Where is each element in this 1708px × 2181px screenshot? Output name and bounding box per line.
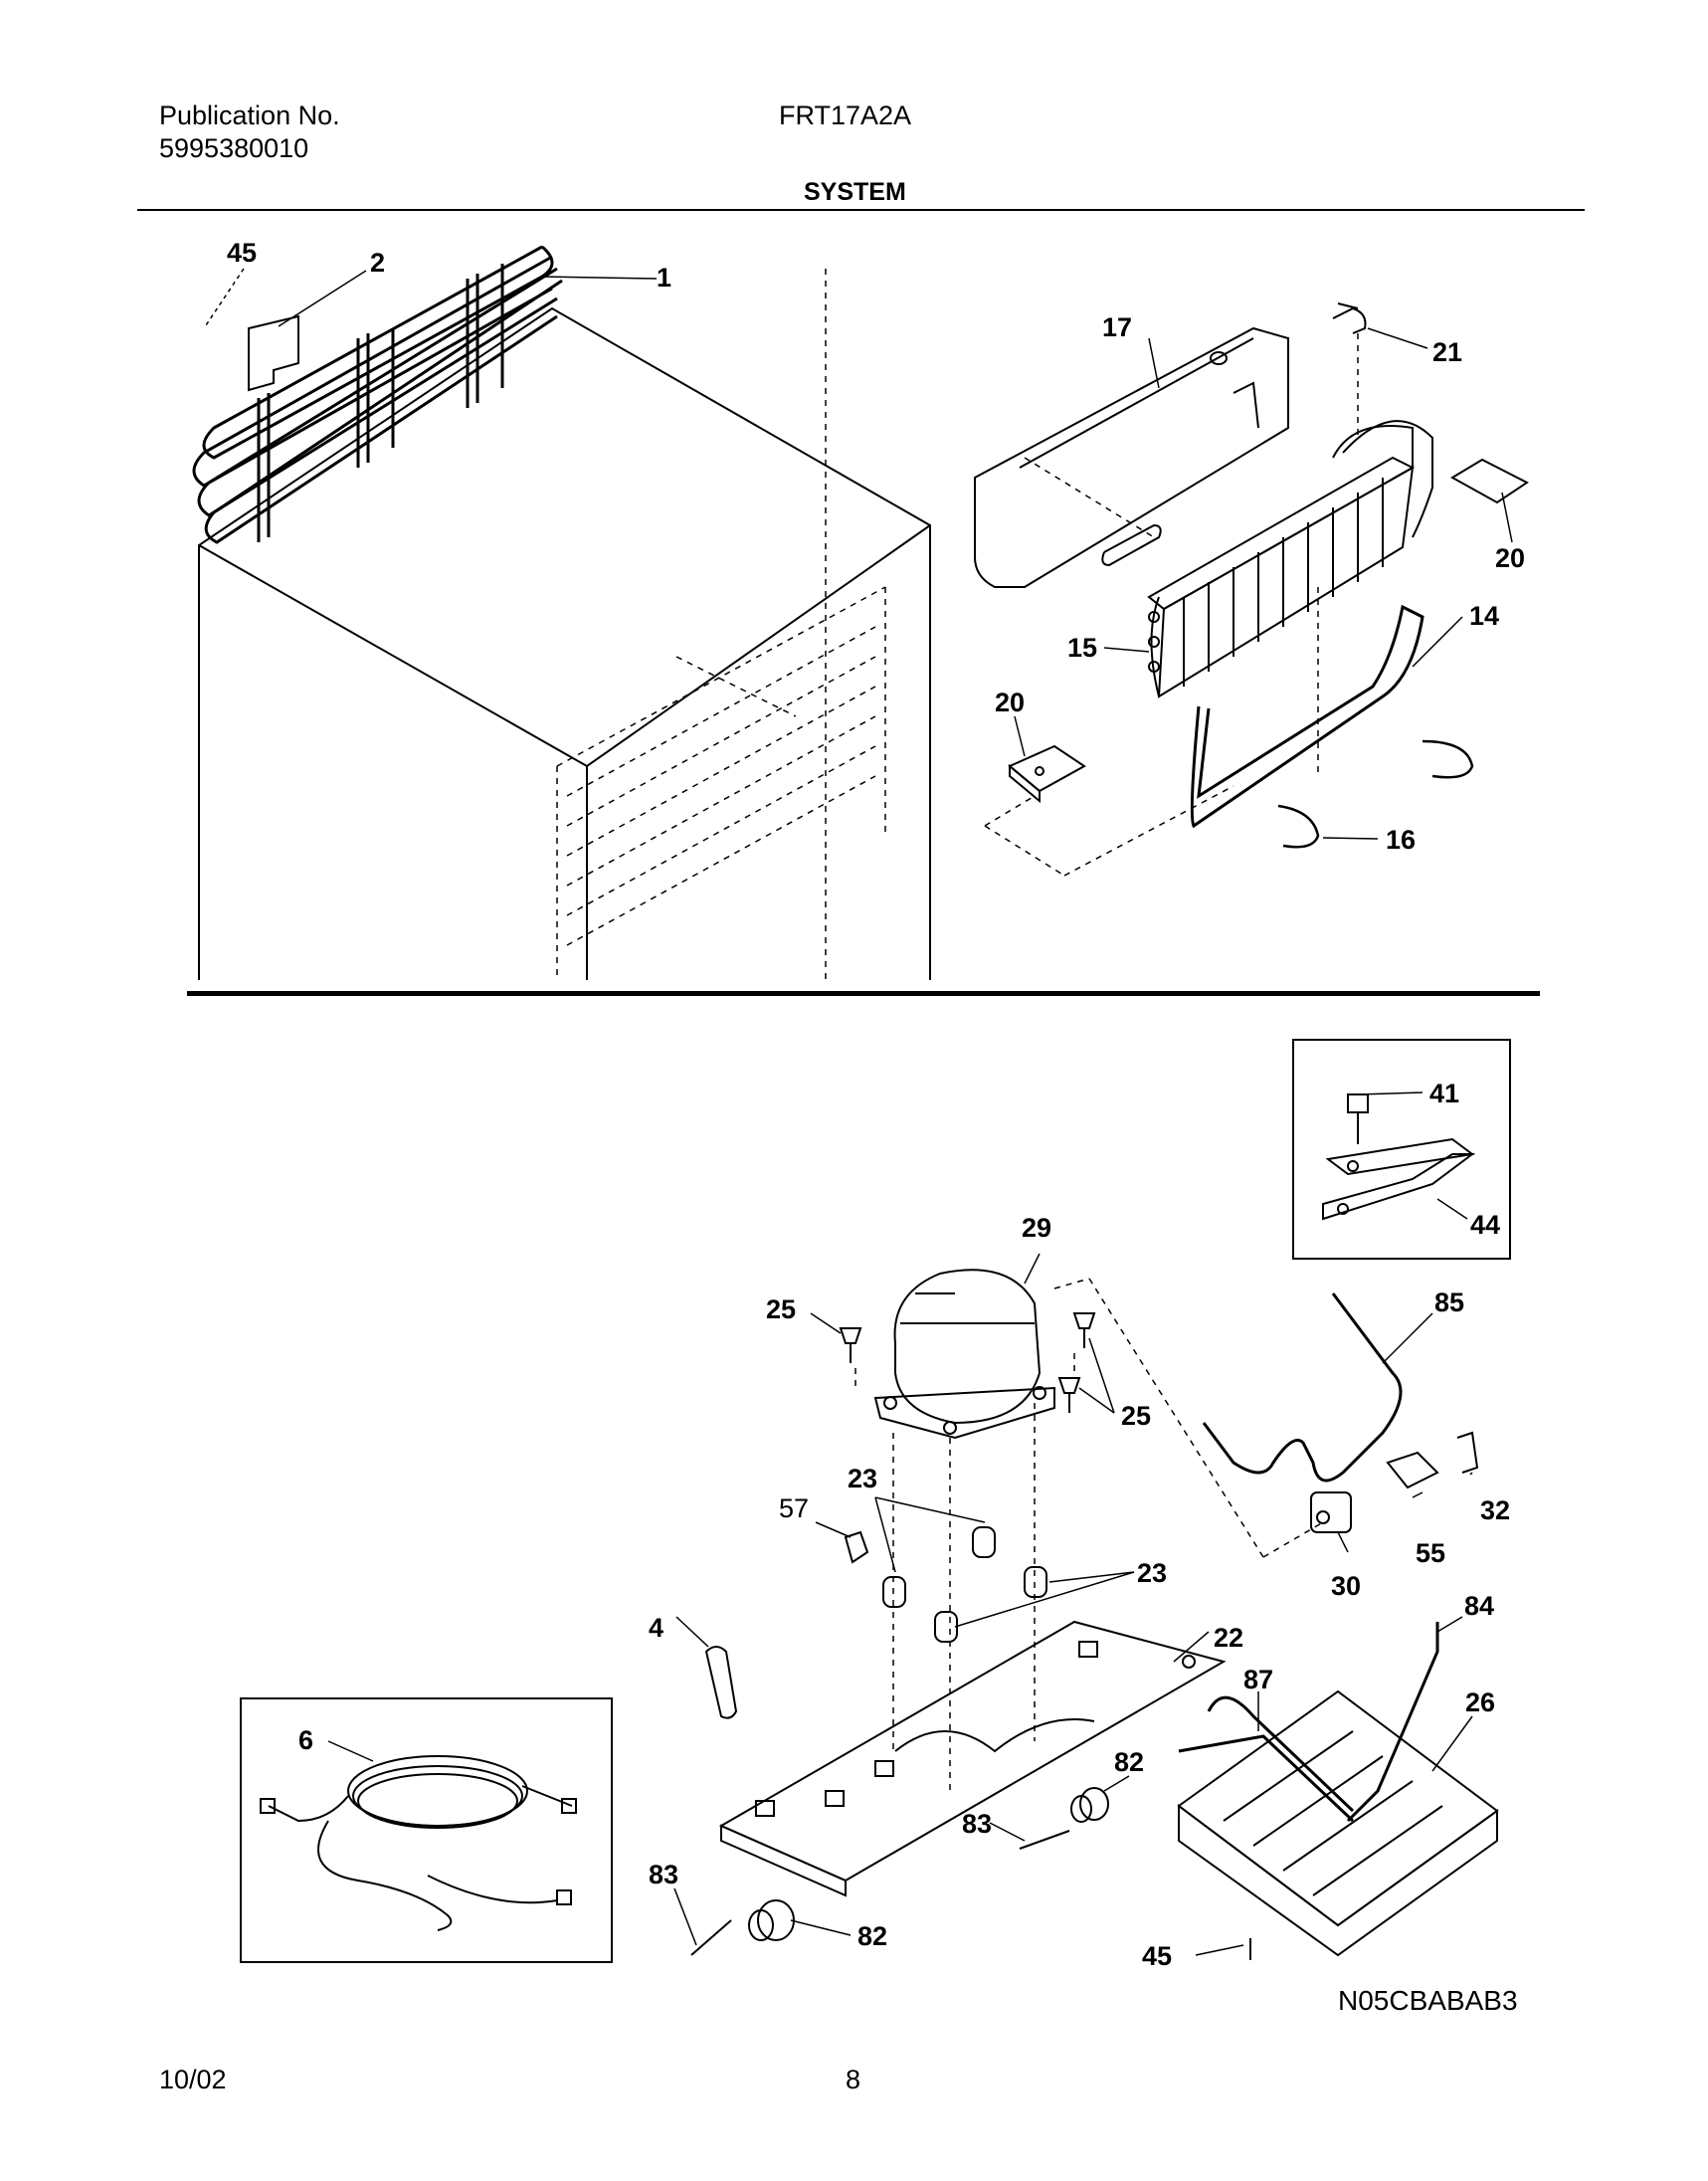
label-20-right: 20 bbox=[1495, 543, 1525, 573]
label-20-left: 20 bbox=[995, 688, 1025, 717]
condenser-coil bbox=[192, 245, 563, 544]
screw-83-left bbox=[690, 1919, 732, 1956]
wire-32 bbox=[1456, 1431, 1479, 1474]
section-title: SYSTEM bbox=[804, 178, 906, 206]
screw-83-right bbox=[1019, 1830, 1070, 1850]
page-number: 8 bbox=[846, 2065, 861, 2094]
evaporator-dashed-guides bbox=[984, 457, 1319, 877]
compressor-grommets bbox=[882, 1526, 1047, 1643]
label-2: 2 bbox=[370, 248, 385, 278]
label-6: 6 bbox=[298, 1725, 313, 1755]
publication-number: 5995380010 bbox=[159, 133, 309, 163]
leader-lines bbox=[203, 268, 1513, 1956]
label-26: 26 bbox=[1465, 1687, 1495, 1717]
label-15: 15 bbox=[1067, 633, 1097, 663]
label-55: 55 bbox=[1416, 1538, 1445, 1568]
evaporator-fins bbox=[1147, 420, 1433, 698]
rubber-bumper-right bbox=[1070, 1787, 1109, 1823]
section-divider bbox=[187, 991, 1540, 996]
label-87: 87 bbox=[1243, 1665, 1273, 1694]
compressor bbox=[873, 1269, 1055, 1440]
power-cord-inset bbox=[240, 1697, 613, 1963]
label-83-left: 83 bbox=[649, 1860, 678, 1889]
mount-guides bbox=[854, 1278, 1324, 1791]
rubber-bumper-left bbox=[748, 1899, 795, 1941]
cabinet-interior-dashes bbox=[556, 269, 886, 980]
label-14: 14 bbox=[1469, 601, 1499, 631]
label-57: 57 bbox=[779, 1493, 809, 1523]
label-82-right: 82 bbox=[1114, 1747, 1144, 1777]
label-44: 44 bbox=[1470, 1210, 1500, 1240]
diagram-code: N05CBABAB3 bbox=[1338, 1985, 1518, 2016]
tube-87 bbox=[1178, 1695, 1355, 1823]
tube-85 bbox=[1202, 1292, 1403, 1483]
label-32: 32 bbox=[1480, 1495, 1510, 1525]
label-25-right: 25 bbox=[1121, 1401, 1151, 1431]
label-16: 16 bbox=[1386, 825, 1416, 855]
label-23-top: 23 bbox=[848, 1464, 877, 1493]
clip-57 bbox=[844, 1530, 869, 1564]
condenser-clip bbox=[248, 314, 299, 392]
label-4: 4 bbox=[649, 1613, 664, 1643]
inset-bracket-box bbox=[1292, 1039, 1511, 1260]
header-rule bbox=[137, 209, 1585, 211]
compressor-base-plate bbox=[718, 1620, 1227, 1897]
evaporator-pad-left bbox=[1008, 744, 1086, 804]
cabinet-outline bbox=[198, 306, 931, 980]
evaporator-pad-right bbox=[1450, 458, 1529, 504]
label-83-right: 83 bbox=[962, 1809, 992, 1839]
label-85: 85 bbox=[1434, 1288, 1464, 1317]
defrost-heater bbox=[1190, 604, 1424, 829]
footer-date: 10/02 bbox=[159, 2065, 227, 2094]
label-30: 30 bbox=[1331, 1571, 1361, 1601]
label-23-right: 23 bbox=[1137, 1558, 1167, 1588]
publication-label: Publication No. bbox=[159, 100, 340, 130]
label-84: 84 bbox=[1464, 1591, 1494, 1621]
label-25-left: 25 bbox=[766, 1294, 796, 1324]
drier-4 bbox=[704, 1646, 738, 1719]
label-45-bottom: 45 bbox=[1142, 1941, 1172, 1971]
evaporator-cover bbox=[974, 326, 1289, 588]
label-22: 22 bbox=[1214, 1623, 1243, 1653]
label-21: 21 bbox=[1432, 337, 1462, 367]
evaporator-tube-cap bbox=[1332, 302, 1367, 438]
compressor-bolts bbox=[839, 1312, 1096, 1413]
relay-30 bbox=[1310, 1491, 1352, 1533]
label-17: 17 bbox=[1102, 312, 1132, 342]
tube-84 bbox=[1346, 1622, 1439, 1823]
drain-pan bbox=[1177, 1689, 1499, 1957]
model-number: FRT17A2A bbox=[779, 100, 912, 130]
label-45-top: 45 bbox=[227, 238, 257, 268]
label-82-left: 82 bbox=[857, 1921, 887, 1951]
overload-55 bbox=[1386, 1451, 1439, 1489]
label-29: 29 bbox=[1022, 1213, 1051, 1243]
label-41: 41 bbox=[1429, 1079, 1459, 1108]
label-1: 1 bbox=[657, 263, 671, 293]
heater-clips bbox=[1277, 739, 1474, 849]
